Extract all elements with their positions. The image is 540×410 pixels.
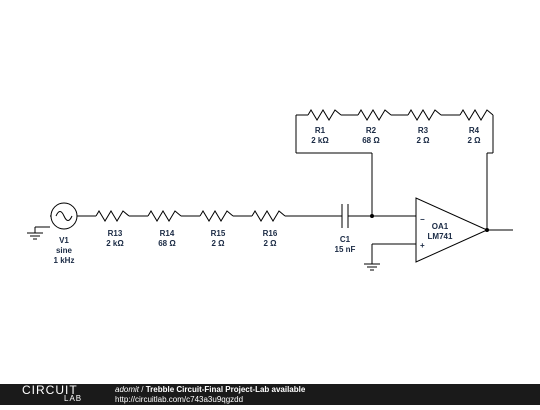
c1-value-label: 15 nF: [335, 245, 356, 254]
r2-resistor[interactable]: [357, 109, 392, 121]
logo-circuit-text: CIRCUIT: [22, 383, 78, 397]
oa1-name-label: OA1: [432, 222, 449, 231]
v1-value-label: 1 kHz: [54, 256, 75, 265]
oa1-opamp[interactable]: [415, 197, 489, 263]
author-link[interactable]: adomit: [115, 385, 140, 394]
r4-value-label: 2 Ω: [467, 136, 481, 145]
r1-resistor[interactable]: [307, 109, 342, 121]
r13-resistor[interactable]: [95, 210, 130, 222]
circuit-url[interactable]: http://circuitlab.com/c743a3u9qgzdd: [115, 395, 244, 404]
r1-name-label: R1: [315, 126, 326, 135]
footer-bar: [0, 384, 540, 405]
footer-credit: adomit / Trebble Circuit-Final Project-L…: [115, 385, 305, 405]
logo-lab-text: LAB: [64, 394, 83, 403]
r4-name-label: R4: [469, 126, 480, 135]
oa1-model-label: LM741: [428, 232, 453, 241]
r14-value-label: 68 Ω: [158, 239, 176, 248]
c1-capacitor[interactable]: [341, 204, 349, 228]
r15-name-label: R15: [211, 229, 226, 238]
r14-resistor[interactable]: [147, 210, 182, 222]
r2-name-label: R2: [366, 126, 377, 135]
r3-name-label: R3: [418, 126, 429, 135]
ground-symbol-opamp: [364, 263, 380, 271]
v1-sine-source[interactable]: [50, 202, 96, 230]
v1-name-label: V1: [59, 236, 69, 245]
r14-name-label: R14: [160, 229, 175, 238]
r15-resistor[interactable]: [199, 210, 234, 222]
r16-resistor[interactable]: [251, 210, 286, 222]
r2-value-label: 68 Ω: [362, 136, 380, 145]
v1-type-label: sine: [56, 246, 73, 255]
opamp-minus-sign: −: [420, 215, 425, 224]
r13-name-label: R13: [108, 229, 123, 238]
credit-separator: /: [141, 385, 144, 394]
r3-resistor[interactable]: [407, 109, 442, 121]
r1-value-label: 2 kΩ: [311, 136, 329, 145]
c1-name-label: C1: [340, 235, 351, 244]
circuit-title: Trebble Circuit-Final Project-Lab availa…: [145, 385, 306, 394]
r16-value-label: 2 Ω: [263, 239, 277, 248]
ground-symbol-source: [27, 226, 50, 240]
r3-value-label: 2 Ω: [416, 136, 430, 145]
junction-dot-inverting: [370, 214, 374, 218]
r15-value-label: 2 Ω: [211, 239, 225, 248]
r13-value-label: 2 kΩ: [106, 239, 124, 248]
r16-name-label: R16: [263, 229, 278, 238]
junction-dot-output: [485, 228, 489, 232]
r4-resistor[interactable]: [459, 109, 494, 121]
opamp-plus-sign: +: [420, 241, 425, 250]
